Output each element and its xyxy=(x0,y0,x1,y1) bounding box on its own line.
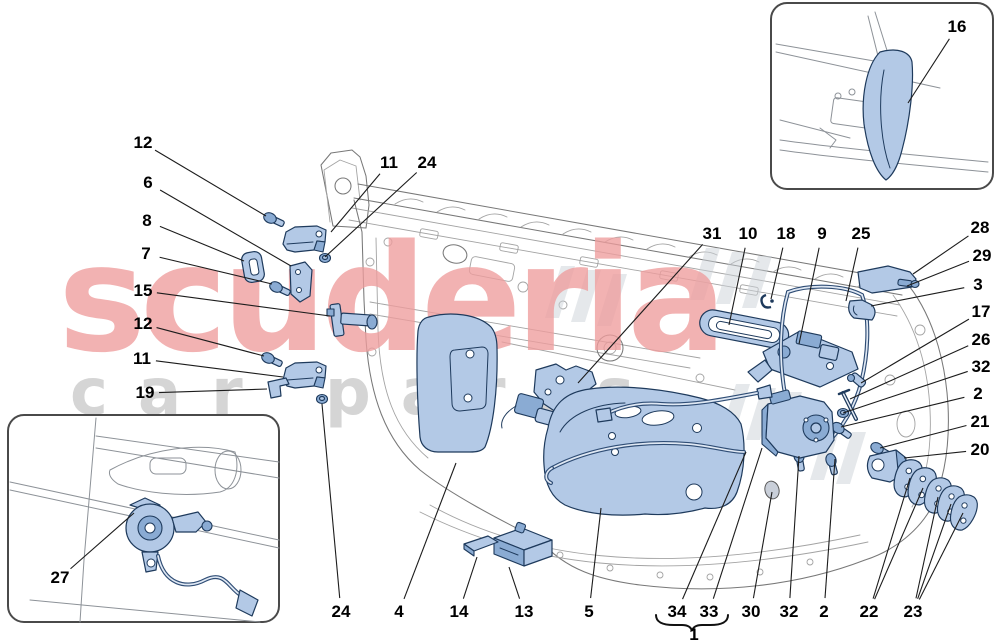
door-check-15 xyxy=(326,303,378,337)
callout-14: 14 xyxy=(449,602,469,621)
callout-2: 2 xyxy=(973,384,983,403)
sound-deadening-panel-4 xyxy=(416,313,498,453)
callout-11: 11 xyxy=(133,349,151,368)
callout-19: 19 xyxy=(135,383,155,402)
upper-hinge xyxy=(282,225,327,253)
inset-bottom-left xyxy=(7,414,280,623)
handle-mechanism-9 xyxy=(747,330,859,388)
callout-24: 24 xyxy=(417,153,437,172)
cable-end-fitting xyxy=(235,589,259,617)
clip-18 xyxy=(760,293,774,309)
callout-21: 21 xyxy=(970,412,990,431)
door-components xyxy=(241,210,980,567)
leader-lines xyxy=(70,38,970,600)
exterior-trim-16 xyxy=(862,49,914,181)
callout-7: 7 xyxy=(141,244,151,263)
callout-17: 17 xyxy=(971,302,991,321)
callout-15: 15 xyxy=(133,281,153,300)
interior-lock-27 xyxy=(125,497,259,617)
callout-20: 20 xyxy=(970,440,990,459)
group-brace-1 xyxy=(655,614,729,632)
cable-connector-33-34 xyxy=(595,407,613,423)
callout-8: 8 xyxy=(142,211,152,230)
foam-pad-14 xyxy=(463,535,499,557)
switch-13 xyxy=(493,521,553,567)
inset-top-right xyxy=(770,2,994,190)
callout-34: 34 xyxy=(667,602,687,621)
callout-16: 16 xyxy=(947,17,967,36)
callout-23: 23 xyxy=(903,602,923,621)
callout-10: 10 xyxy=(738,224,758,243)
callout-33: 33 xyxy=(699,602,719,621)
callout-2: 2 xyxy=(819,602,829,621)
cap-nut-24a xyxy=(318,252,332,264)
callout-6: 6 xyxy=(143,173,153,192)
cable-end-17 xyxy=(846,372,867,388)
callout-3: 3 xyxy=(973,275,983,294)
callout-13: 13 xyxy=(514,602,534,621)
lower-trim-panel-5 xyxy=(543,386,746,516)
door-inner-panel xyxy=(320,149,949,590)
callout-27: 27 xyxy=(50,568,70,587)
callout-9: 9 xyxy=(817,224,827,243)
callout-11: 11 xyxy=(380,153,398,172)
callout-25: 25 xyxy=(851,224,871,243)
callout-12: 12 xyxy=(133,314,153,333)
striker-bracket-28 xyxy=(857,265,920,294)
callout-32: 32 xyxy=(971,357,991,376)
callout-22: 22 xyxy=(859,602,879,621)
latch-wedge-3 xyxy=(848,299,876,321)
link-rod-26 xyxy=(837,388,858,421)
callout-18: 18 xyxy=(776,224,796,243)
callout-4: 4 xyxy=(394,602,404,621)
hinge-gasket-8 xyxy=(241,251,265,283)
callout-28: 28 xyxy=(970,218,990,237)
hinge-plate-6 xyxy=(289,261,313,303)
cap-nut-24b xyxy=(315,393,329,405)
callout-1: 1 xyxy=(689,625,699,642)
watermark-brand-text: scuderia xyxy=(58,213,721,385)
callout-5: 5 xyxy=(584,602,594,621)
grommet-30 xyxy=(764,480,780,500)
callout-32: 32 xyxy=(779,602,799,621)
callout-26: 26 xyxy=(971,330,991,349)
callout-24: 24 xyxy=(331,602,351,621)
callout-29: 29 xyxy=(972,246,992,265)
callout-30: 30 xyxy=(741,602,761,621)
inset-context xyxy=(9,417,280,623)
door-lock-assembly xyxy=(595,384,835,459)
callout-12: 12 xyxy=(133,133,153,152)
callout-31: 31 xyxy=(702,224,722,243)
hinge-plate-19 xyxy=(267,377,290,399)
